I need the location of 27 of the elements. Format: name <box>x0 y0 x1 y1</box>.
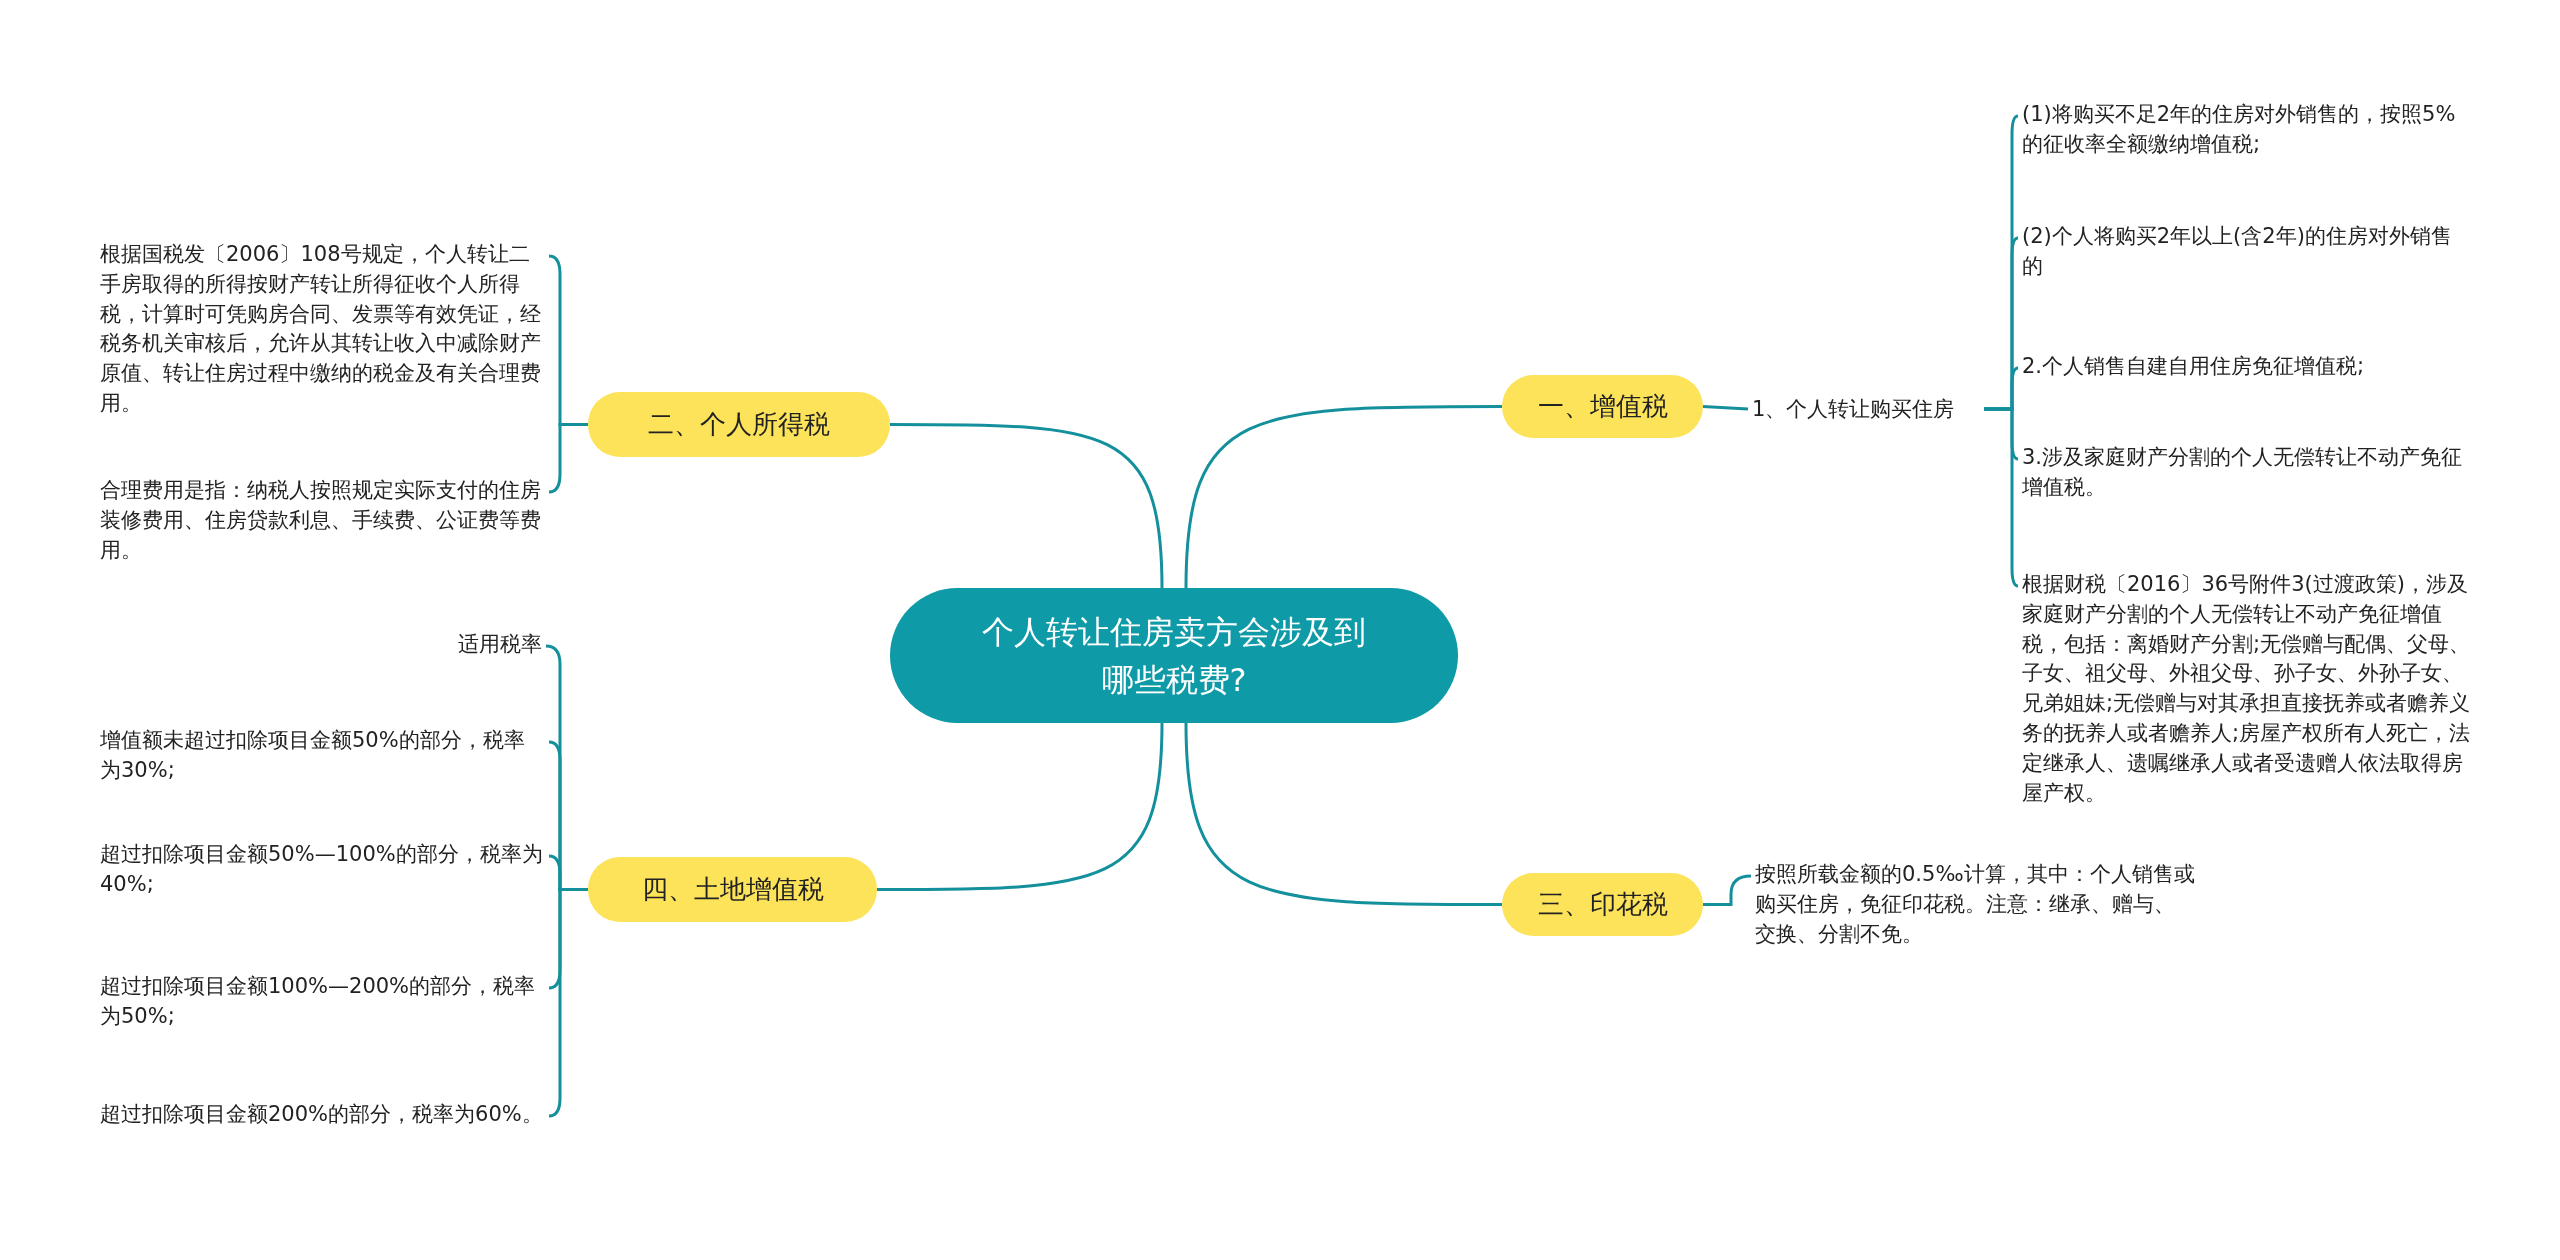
note-text: 按照所载金额的0.5‰计算，其中：个人销售或购买住房，免征印花税。注意：继承、赠与、交换、分割不免。 <box>1755 860 2195 960</box>
topic-box: 二、个人所得税 <box>588 392 890 457</box>
connector-line <box>548 423 588 494</box>
note-text: 3.涉及家庭财产分割的个人无偿转让不动产免征增值税。 <box>2022 443 2472 513</box>
topic-box: 四、土地增值税 <box>588 857 877 922</box>
note-text: 合理费用是指：纳税人按照规定实际支付的住房装修费用、住房贷款利息、手续费、公证费等费用。 <box>100 476 545 571</box>
note-text: 2.个人销售自建自用住房免征增值税; <box>2022 352 2472 386</box>
connector-line <box>1184 722 1502 906</box>
topic-box: 一、增值税 <box>1502 375 1703 438</box>
note-text: (1)将购买不足2年的住房对外销售的，按照5%的征收率全额缴纳增值税; <box>2022 100 2472 170</box>
connector-line <box>548 888 588 1118</box>
note-text: 适用税率 <box>420 630 542 664</box>
note-text: 根据财税〔2016〕36号附件3(过渡政策)，涉及家庭财产分割的个人无偿转让不动产免征增值税，包括：离婚财产分割;无偿赠与配偶、父母、子女、祖父母、外祖父母、孙子女、外孙子女、兄弟姐妹;无偿赠与对其承担直接抚养或者赡养义务的抚养人或者赡养人;房屋产权所有人死亡，法定继承人、遗嘱继承人或者受遗赠人依法取得房屋产权。 <box>2022 570 2472 810</box>
note-text: 超过扣除项目金额200%的部分，税率为60%。 <box>100 1100 545 1166</box>
note-text: 增值额未超过扣除项目金额50%的部分，税率为30%; <box>100 726 545 792</box>
note-text: 根据国税发〔2006〕108号规定，个人转让二手房取得的所得按财产转让所得征收个人所得税，计算时可凭购房合同、发票等有效凭证，经税务机关审核后，允许从其转让收入中减除财产原值、转让住房过程中缴纳的税金及有关合理费用。 <box>100 240 545 420</box>
central-topic: 个人转让住房卖方会涉及到哪些税费? <box>890 588 1458 723</box>
connector-line <box>890 423 1164 589</box>
note-text: 超过扣除项目金额100%—200%的部分，税率为50%; <box>100 972 545 1038</box>
connector-line <box>877 722 1164 891</box>
subtopic-text: 1、个人转让购买住房 <box>1752 392 1978 426</box>
connector-line <box>1184 405 1502 589</box>
connector-line <box>1702 405 1749 411</box>
note-text: (2)个人将购买2年以上(含2年)的住房对外销售的 <box>2022 222 2472 292</box>
connector-line <box>1984 407 2019 588</box>
note-text: 超过扣除项目金额50%—100%的部分，税率为40%; <box>100 840 545 906</box>
topic-box: 三、印花税 <box>1502 873 1703 936</box>
